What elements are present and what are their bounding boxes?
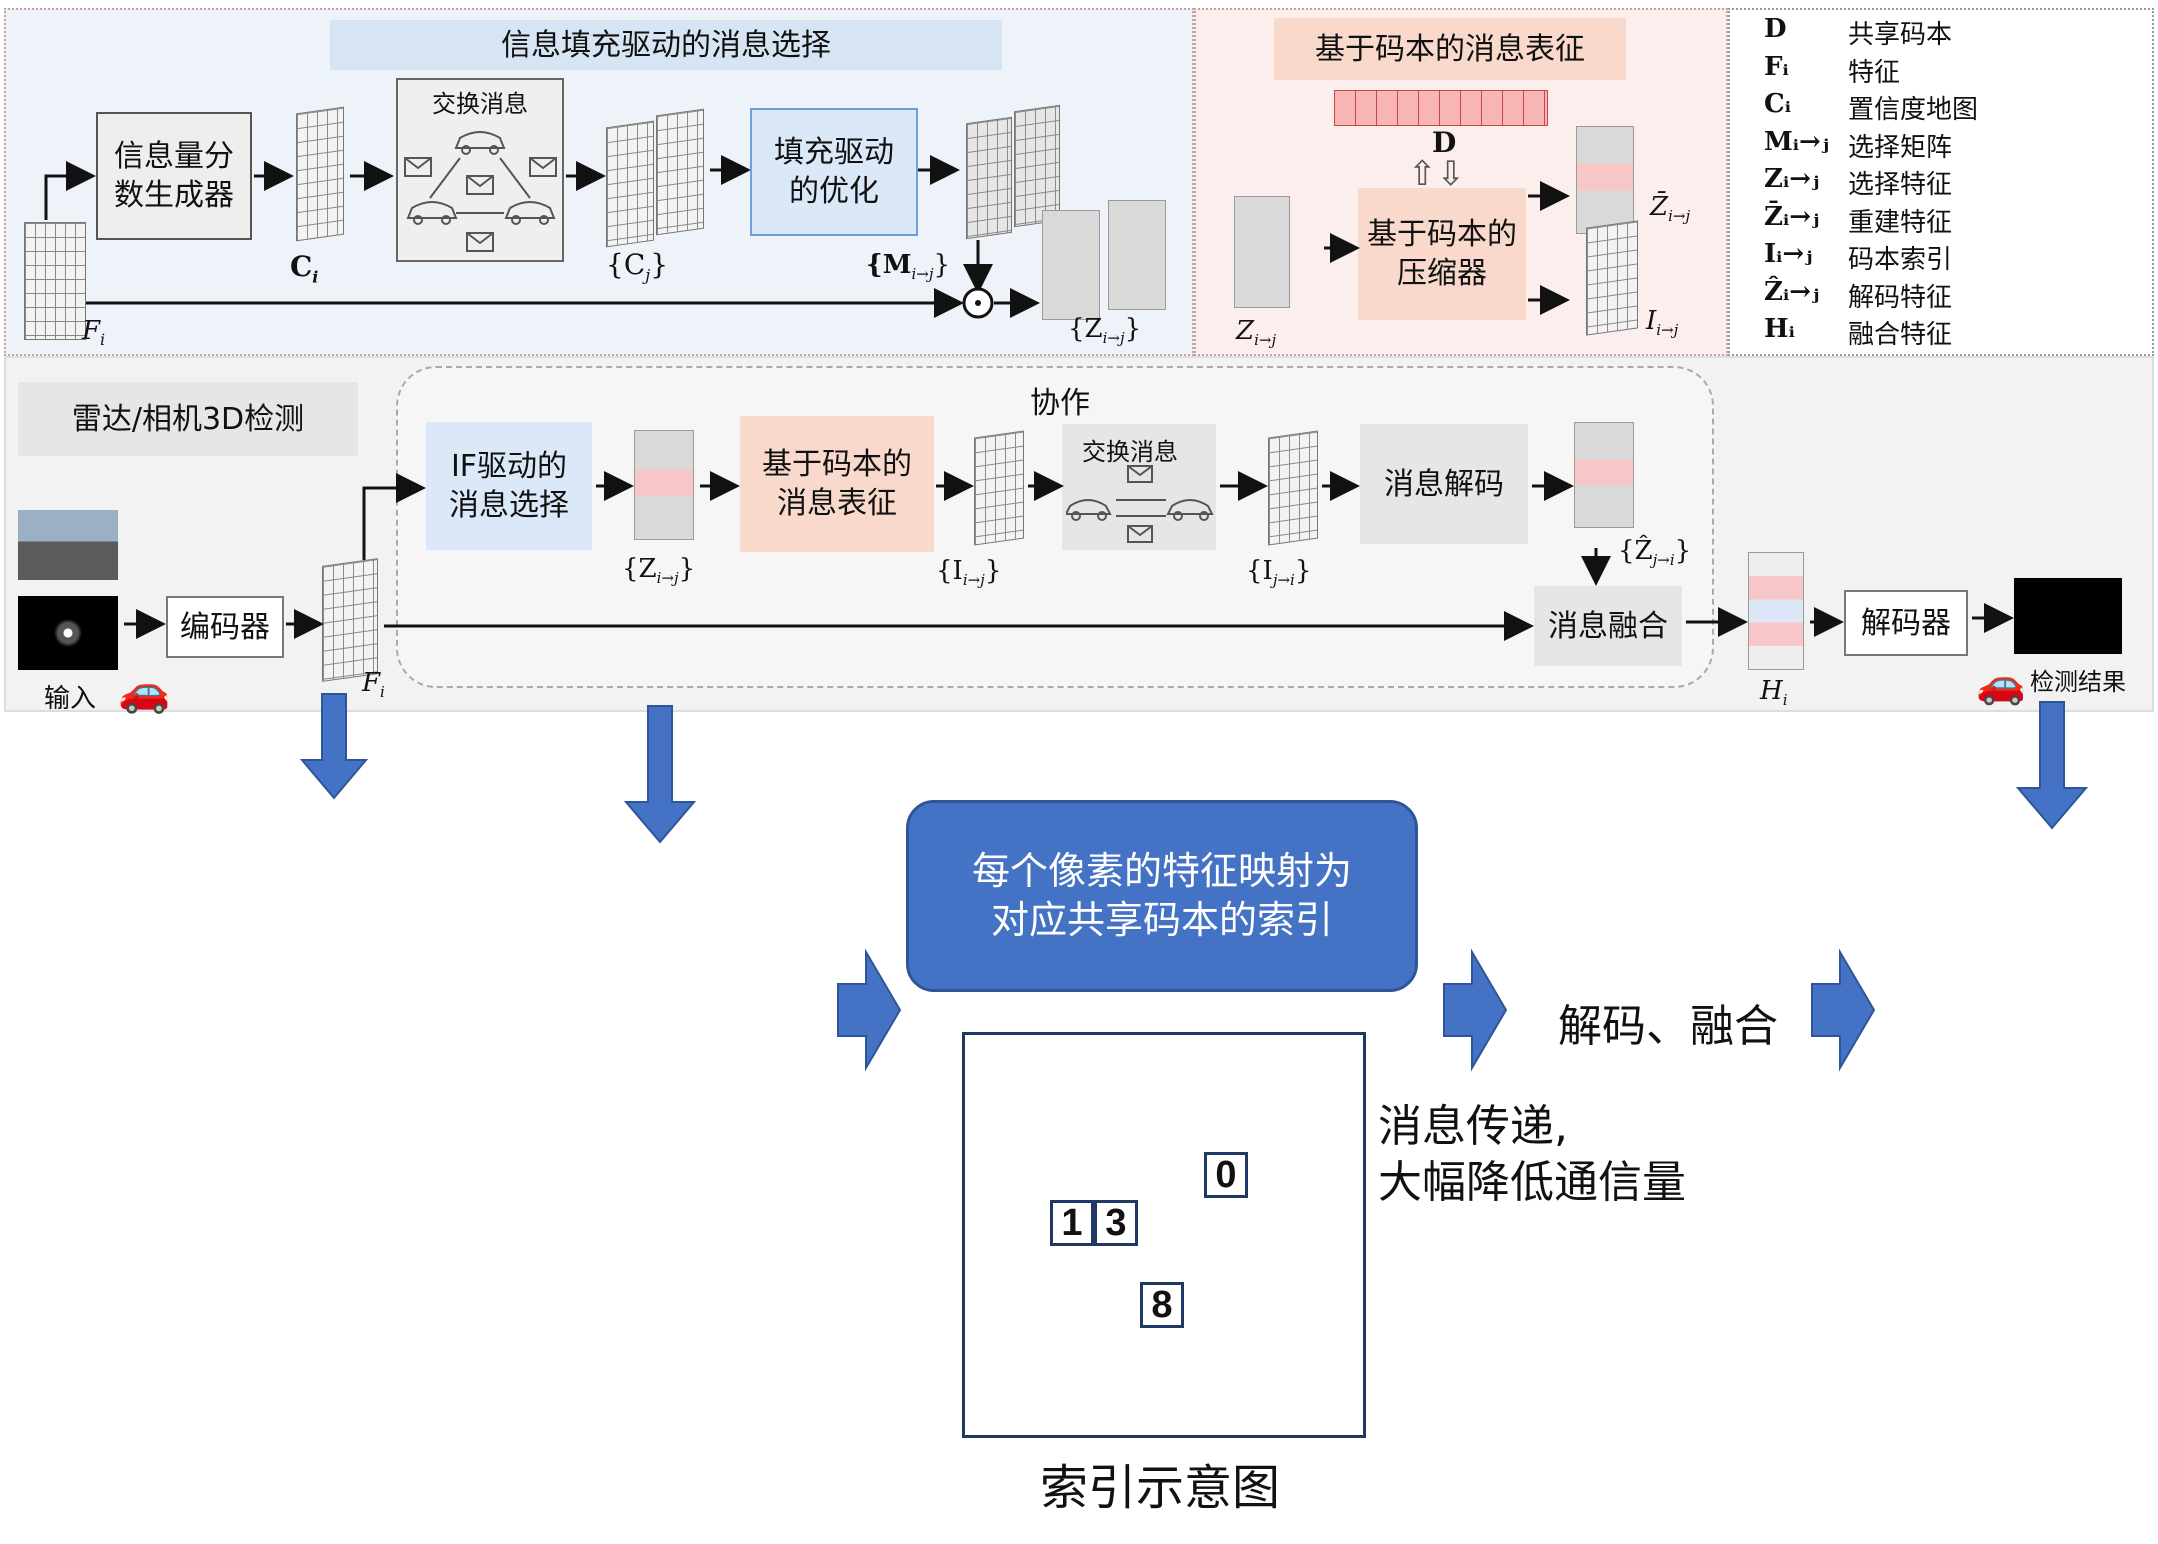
z-bottom-cube [634,430,694,540]
callout-box: 每个像素的特征映射为 对应共享码本的索引 [906,800,1418,992]
legend-panel [1728,8,2154,356]
legend-symbol: Fᵢ [1764,51,1789,82]
exchange-label: 交换消息 [432,90,528,118]
legend-text: 特征 [1848,57,1901,88]
legend-symbol: Zᵢ→ⱼ [1764,164,1820,194]
index-cell-1: 1 [1050,1200,1094,1246]
if-selection-box: IF驱动的 消息选择 [426,422,592,550]
index-cell-3: 3 [1094,1200,1138,1246]
fill-optimization-box: 填充驱动 的优化 [750,108,918,236]
legend-symbol: Hᵢ [1764,314,1795,344]
zhat-cube [1574,422,1634,528]
h-label: Hi [1760,676,1788,710]
legend-text: 解码特征 [1848,282,1953,313]
cj-label: {Cj} [606,248,669,285]
score-generator-box: 信息量分 数生成器 [96,112,252,240]
legend-symbol: Iᵢ→ⱼ [1764,239,1813,269]
d-label: D [1432,126,1457,159]
legend-symbol: Mᵢ→ⱼ [1764,126,1829,157]
legend-text: 置信度地图 [1848,95,1979,125]
exchange-bottom-box [1062,424,1216,550]
top-mid-arrows [1324,181,1570,315]
z-bottom-label: {Zi→j} [622,554,696,588]
ci-label: Ci [290,250,319,287]
fi-label: Fi [82,316,106,350]
car-icon-right: 🚗 [1976,661,2026,707]
h-cube [1748,552,1804,670]
legend-text: 共享码本 [1848,20,1953,50]
compressor-box: 基于码本的 压缩器 [1358,188,1526,320]
input-lidar-image [18,596,118,670]
updown-arrows-icon: ⇧⇩ [1408,154,1465,194]
exchange-cars-diagram [404,131,557,252]
collab-label: 协作 [1030,386,1090,421]
z-cube-2 [1108,200,1166,310]
decode-box: 消息解码 [1360,424,1528,544]
top-mid-title: 基于码本的消息表征 [1274,18,1626,80]
bottom-title: 雷达/相机3D检测 [18,382,358,456]
exchange-bottom-diagram [1066,465,1214,543]
z-cube-1 [1042,210,1100,320]
ij-bottom-label: {Ij→i} [1246,556,1312,590]
input-label: 输入 [44,684,97,714]
fusion-box: 消息融合 [1534,586,1682,666]
index-map-box [962,1032,1366,1438]
i-label: Ii→j [1646,306,1679,340]
transfer-line2: 大幅降低通信量 [1378,1157,1686,1208]
index-caption: 索引示意图 [1040,1460,1281,1516]
encoder-box: 编码器 [166,596,284,658]
decode-fuse-label: 解码、融合 [1558,1001,1778,1052]
z-in-cube [1234,196,1290,308]
zbar-label: Z̄i→j [1650,192,1691,226]
top-left-title: 信息填充驱动的消息选择 [330,20,1002,70]
zhat-label: {Ẑj→i} [1618,536,1692,570]
z-in-label: Zi→j [1236,316,1277,350]
legend-symbol: Cᵢ [1764,89,1791,119]
input-camera-image [18,510,118,580]
bottom-arrows [124,471,2014,641]
top-left-arrows [44,155,1040,319]
index-cell-8: 8 [1140,1282,1184,1328]
zbar-cube [1576,126,1634,234]
exchange-bottom-label: 交换消息 [1082,438,1178,466]
legend-symbol: D [1764,14,1787,44]
legend-text: 选择特征 [1848,170,1953,200]
decoder-box: 解码器 [1844,590,1968,656]
fi-bottom-label: Fi [362,668,385,702]
legend-symbol: Z̄ᵢ→ⱼ [1764,201,1820,232]
result-label: 检测结果 [2030,668,2126,696]
codebook-bar [1334,90,1548,126]
legend-text: 重建特征 [1848,207,1953,238]
z-label-top: {Zi→j} [1068,314,1142,348]
codebook-message-box: 基于码本的 消息表征 [740,416,934,552]
legend-text: 选择矩阵 [1848,132,1953,163]
blue-arrows [299,693,2089,1072]
car-icon: 🚗 [118,666,171,715]
detection-result-image [2014,578,2122,654]
legend-text: 融合特征 [1848,320,1953,350]
feature-fi-cube [24,222,86,340]
i-bottom-label: {Ii→j} [936,556,1002,590]
exchange-box [396,78,564,262]
legend-symbol: Ẑᵢ→ⱼ [1764,276,1820,307]
m-label: {Mi→j} [866,250,951,284]
index-cell-0: 0 [1204,1152,1248,1198]
transfer-line1: 消息传递, [1378,1101,1568,1152]
legend-text: 码本索引 [1848,245,1953,275]
